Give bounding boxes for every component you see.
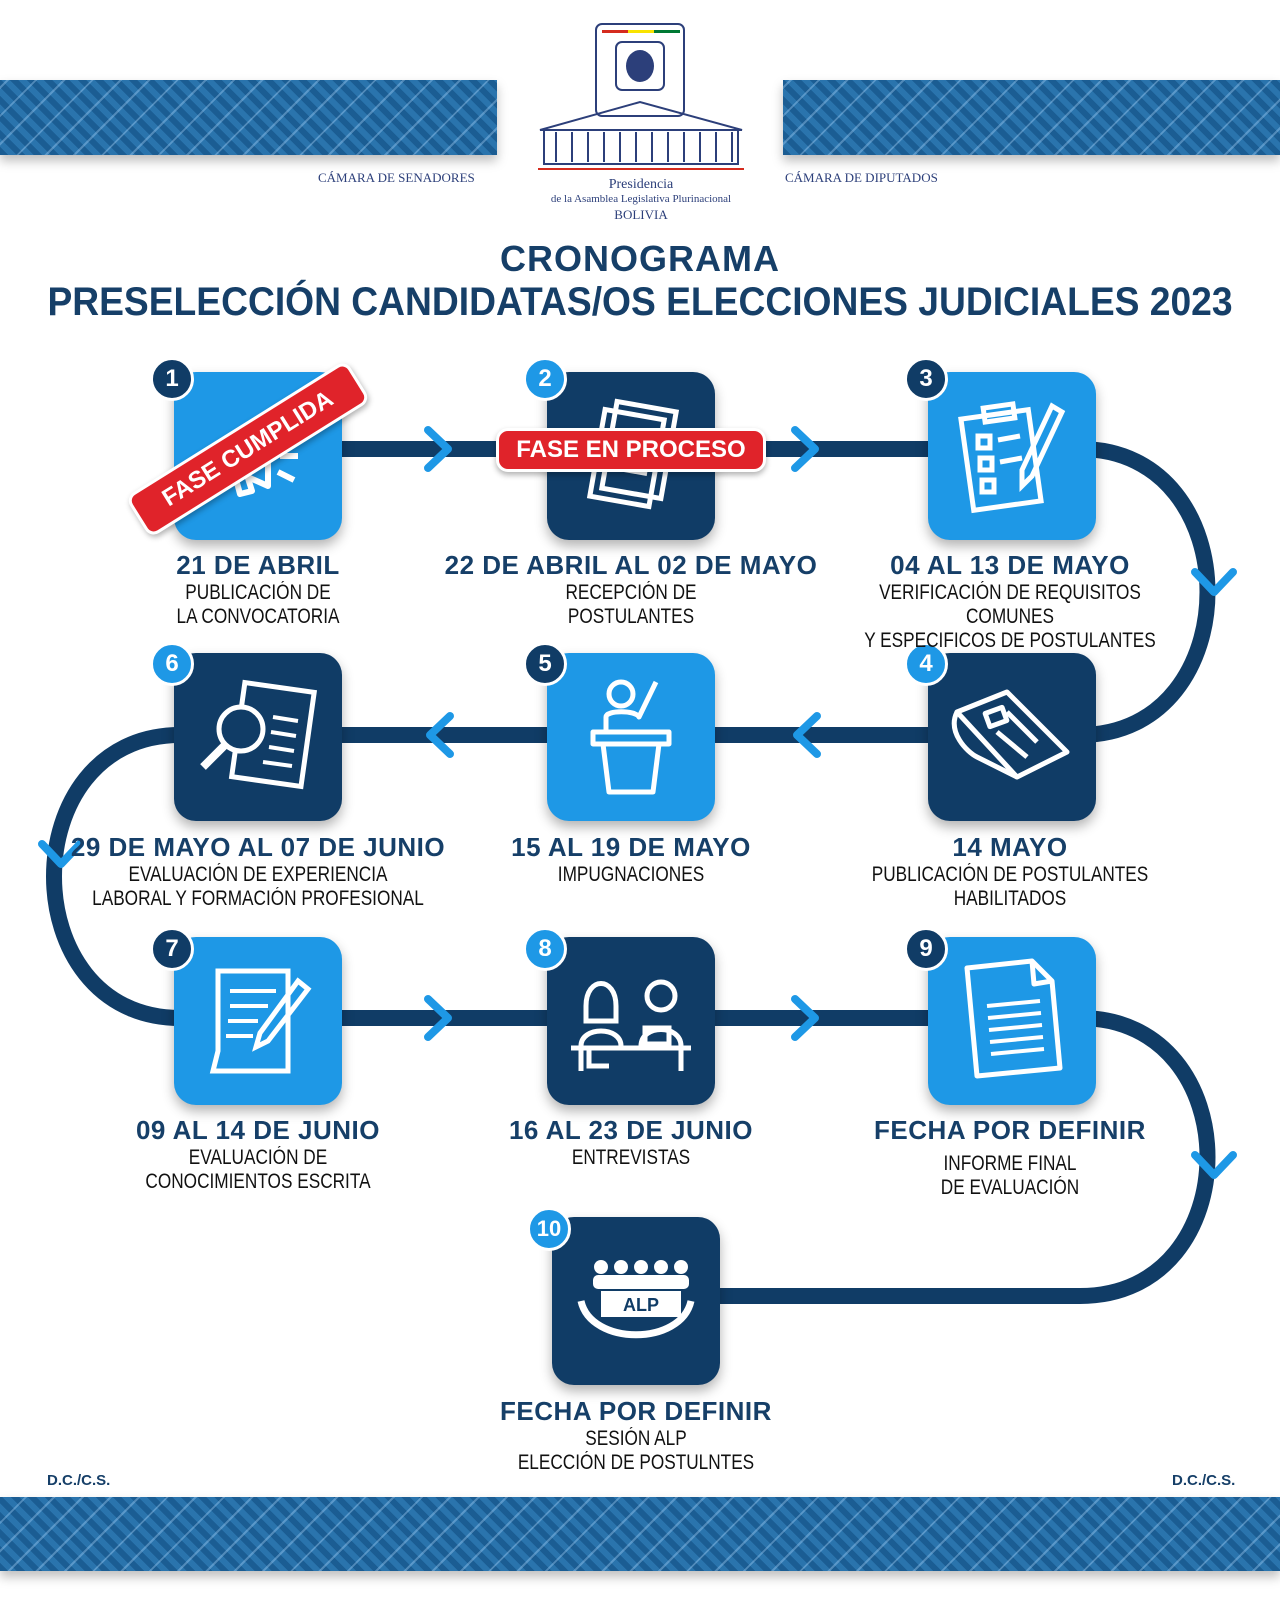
step-1-desc-line1: PUBLICACIÓN DE xyxy=(185,581,331,604)
footer-credit-right: D.C./C.S. xyxy=(1172,1472,1236,1489)
chevron-right-icon xyxy=(791,426,819,472)
footer-credit-left: D.C./C.S. xyxy=(47,1472,111,1489)
step-10-number: 10 xyxy=(527,1207,571,1251)
assembly-logo: Presidencia de la Asamblea Legislativa P… xyxy=(536,22,746,222)
clipboard-icon xyxy=(958,401,1066,514)
step-4-number: 4 xyxy=(904,642,948,686)
step-7-box xyxy=(174,937,342,1105)
step-9-desc-line1: INFORME FINAL xyxy=(943,1152,1077,1175)
logo-presidencia: Presidencia xyxy=(608,177,674,192)
step-10-desc-line1: SESIÓN ALP xyxy=(585,1427,687,1450)
page-subtitle: PRESELECCIÓN CANDIDATAS/OS ELECCIONES JU… xyxy=(47,280,1233,324)
step-3-desc-line1: VERIFICACIÓN DE REQUISITOS COMUNES xyxy=(879,581,1141,628)
step-2-number: 2 xyxy=(523,357,567,401)
step-3-box xyxy=(928,372,1096,540)
step-9-number: 9 xyxy=(904,927,948,971)
step-10-desc-line2: ELECCIÓN DE POSTULNTES xyxy=(517,1451,755,1474)
step-2-desc-line1: RECEPCIÓN DE xyxy=(565,581,697,604)
step-1-number: 1 xyxy=(150,357,194,401)
newspaper-icon xyxy=(952,689,1070,780)
podium-icon xyxy=(590,679,672,795)
step-1-desc-line2: LA CONVOCATORIA xyxy=(176,605,340,628)
decorative-band-top-left xyxy=(0,80,497,155)
step-7-desc-line1: EVALUACIÓN DE xyxy=(188,1146,328,1169)
deputies-label: CÁMARA DE DIPUTADOS xyxy=(785,170,938,185)
assembly-icon: ALP xyxy=(577,1260,695,1339)
interview-icon xyxy=(571,979,691,1071)
step-5-desc-line1: IMPUGNACIONES xyxy=(557,863,705,886)
step-7-number: 7 xyxy=(150,927,194,971)
pen-paper-icon xyxy=(209,968,312,1074)
logo-country: BOLIVIA xyxy=(614,207,668,222)
step-5-box xyxy=(547,653,715,821)
step-2-date: 22 DE ABRIL AL 02 DE MAYO xyxy=(444,550,818,580)
step-5-date: 15 AL 19 DE MAYO xyxy=(511,832,751,862)
step-3-number: 3 xyxy=(904,357,948,401)
step-6-desc-line2: LABORAL Y FORMACIÓN PROFESIONAL xyxy=(92,887,424,910)
step-8-desc-line1: ENTREVISTAS xyxy=(571,1146,691,1169)
parliament-building-icon xyxy=(538,23,744,170)
decorative-band-bottom xyxy=(0,1497,1280,1571)
step-6-box xyxy=(174,653,342,821)
step-3-date: 04 AL 13 DE MAYO xyxy=(890,550,1130,580)
step-9-date: FECHA POR DEFINIR xyxy=(874,1115,1146,1145)
step-10-date: FECHA POR DEFINIR xyxy=(500,1396,772,1426)
chevron-left-icon xyxy=(426,712,454,758)
chevron-right-icon xyxy=(424,995,452,1041)
step-2-desc-line2: POSTULANTES xyxy=(567,605,695,628)
phase-in-progress-badge: FASE EN PROCESO xyxy=(496,428,766,472)
step-9-box xyxy=(928,937,1096,1105)
step-6-date: 29 DE MAYO AL 07 DE JUNIO xyxy=(70,832,446,862)
chevron-down-icon xyxy=(38,840,84,868)
decorative-band-top-right xyxy=(783,80,1280,155)
report-icon xyxy=(964,958,1063,1079)
step-10-box: ALP xyxy=(552,1217,720,1385)
page-title: CRONOGRAMA xyxy=(500,238,780,279)
chevron-left-icon xyxy=(793,712,821,758)
step-8-date: 16 AL 23 DE JUNIO xyxy=(508,1115,754,1145)
step-1-date: 21 DE ABRIL xyxy=(176,550,340,580)
senate-label: CÁMARA DE SENADORES xyxy=(318,170,475,185)
chevron-down-icon xyxy=(1191,568,1237,596)
magnifier-document-icon xyxy=(200,679,318,790)
step-6-number: 6 xyxy=(150,642,194,686)
step-8-number: 8 xyxy=(523,927,567,971)
logo-assembly-name: de la Asamblea Legislativa Plurinacional xyxy=(550,193,732,205)
step-7-date: 09 AL 14 DE JUNIO xyxy=(135,1115,381,1145)
step-6-desc-line1: EVALUACIÓN DE EXPERIENCIA xyxy=(128,863,388,886)
step-7-desc-line2: CONOCIMIENTOS ESCRITA xyxy=(145,1170,371,1193)
chevron-down-icon xyxy=(1191,1151,1237,1179)
step-3-desc-line2: Y ESPECIFICOS DE POSTULANTES xyxy=(864,629,1156,652)
step-8-box xyxy=(547,937,715,1105)
chevron-right-icon xyxy=(791,995,819,1041)
step-4-desc-line2: HABILITADOS xyxy=(953,887,1067,910)
step-9-desc-line2: DE EVALUACIÓN xyxy=(940,1176,1080,1199)
step-4-box xyxy=(928,653,1096,821)
assembly-label: ALP xyxy=(623,1295,659,1315)
step-4-desc-line1: PUBLICACIÓN DE POSTULANTES xyxy=(871,863,1149,886)
chevron-right-icon xyxy=(424,426,452,472)
step-5-number: 5 xyxy=(523,642,567,686)
step-4-date: 14 MAYO xyxy=(952,832,1068,862)
